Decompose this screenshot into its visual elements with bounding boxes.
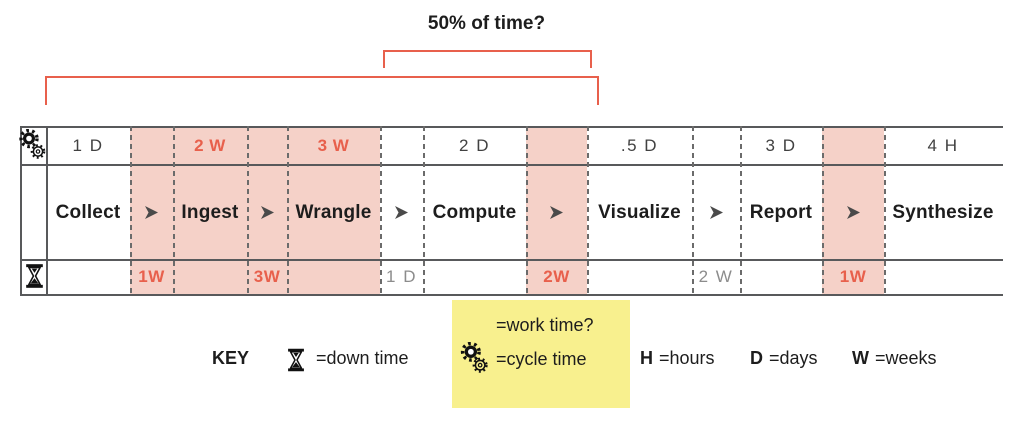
legend-work-time-label: =work time? [496, 315, 594, 335]
stage-name: Report [749, 201, 813, 223]
transition-cell [822, 166, 884, 259]
hours-abbr: H [640, 348, 653, 368]
down-time-cell-2: 3W [247, 260, 287, 294]
stage-name: Ingest [181, 201, 239, 223]
stage-name: Visualize [598, 201, 681, 223]
fifty-percent-bracket [383, 50, 592, 68]
cycle-time-cell-collect: 1 D [46, 127, 130, 164]
gears-icon [460, 342, 488, 373]
icon-column-border [46, 126, 48, 296]
transition-arrow-icon [145, 206, 158, 219]
dashed-divider [692, 126, 694, 294]
highlight-block-ingest-wrangle [130, 126, 380, 294]
transition-cell [692, 166, 740, 259]
cycle-time-cell-synthesize: 4 H [884, 127, 1002, 164]
down-time-value: 1W [839, 267, 867, 286]
dashed-divider [587, 126, 589, 294]
stage-name: Collect [55, 201, 121, 223]
dashed-divider [247, 126, 249, 294]
transition-arrow-icon [260, 206, 274, 219]
legend-down-time-label: =down time [316, 348, 409, 368]
cycle-time-cell-ingest: 2 W [173, 127, 247, 164]
stage-cell-compute: Compute [423, 166, 526, 259]
gears-cycle-time-icon [19, 129, 46, 159]
legend-weeks: W =weeks [852, 348, 937, 369]
down-time-cell-4: 2W [526, 260, 587, 294]
transition-arrow-icon [550, 206, 563, 219]
transition-cell [130, 166, 173, 259]
stage-name: Compute [432, 201, 517, 223]
table-top-border [20, 126, 1003, 128]
weeks-label: =weeks [875, 348, 937, 368]
table-row-divider-2 [20, 259, 1003, 261]
stage-cell-collect: Collect [46, 166, 130, 259]
weeks-abbr: W [852, 348, 869, 368]
stage-cell-visualize: Visualize [587, 166, 692, 259]
cycle-time-cell-visualize: .5 D [587, 127, 692, 164]
dashed-divider [740, 126, 742, 294]
table-bottom-border [20, 294, 1003, 296]
down-time-value: 2W [543, 267, 570, 286]
stage-name: Wrangle [295, 201, 372, 223]
dashed-divider [423, 126, 425, 294]
down-time-cell-5: 2 W [692, 260, 740, 294]
dashed-divider [287, 126, 289, 294]
days-label: =days [769, 348, 818, 368]
hourglass-icon [288, 348, 304, 372]
table-left-border [20, 126, 22, 296]
transition-cell [526, 166, 587, 259]
table-row-divider-1 [20, 164, 1003, 166]
stage-cell-wrangle: Wrangle [287, 166, 380, 259]
cycle-time-value: 1 D [72, 135, 104, 155]
transition-arrow-icon [395, 206, 408, 219]
cycle-time-value: 2 D [459, 135, 490, 155]
dashed-divider [526, 126, 528, 294]
legend-days: D =days [750, 348, 818, 369]
down-time-cell-6: 1W [822, 260, 884, 294]
cycle-time-cell-compute: 2 D [423, 127, 526, 164]
cycle-time-cell-wrangle: 3 W [287, 127, 380, 164]
cycle-time-value: 3 W [317, 135, 350, 155]
stage-name: Synthesize [892, 201, 994, 223]
legend-cycle-time-label: =cycle time [496, 349, 587, 369]
stage-cell-ingest: Ingest [173, 166, 247, 259]
down-time-value: 1 D [386, 267, 417, 286]
hours-label: =hours [659, 348, 715, 368]
legend-hours: H =hours [640, 348, 715, 369]
down-time-value: 3W [253, 267, 281, 286]
hourglass-down-time-icon [26, 264, 43, 288]
down-time-cell-3: 1 D [380, 260, 423, 294]
fifty-percent-label: 50% of time? [427, 13, 546, 34]
stage-cell-report: Report [740, 166, 822, 259]
cycle-time-value: 2 W [194, 135, 226, 155]
cycle-time-value: .5 D [620, 135, 659, 155]
work-time-note-box: =work time? =cycle time [452, 300, 630, 408]
cycle-time-value: 4 H [927, 135, 959, 155]
down-time-cell-1: 1W [130, 260, 173, 294]
transition-arrow-icon [709, 206, 723, 219]
dashed-divider [130, 126, 132, 294]
stage-cell-synthesize: Synthesize [884, 166, 1002, 259]
down-time-value: 1W [138, 267, 165, 286]
legend-title: KEY [212, 348, 250, 368]
overall-span-bracket [45, 76, 599, 105]
dashed-divider [822, 126, 824, 294]
dashed-divider [884, 126, 886, 294]
cycle-time-cell-report: 3 D [740, 127, 822, 164]
down-time-value: 2 W [698, 267, 734, 286]
days-abbr: D [750, 348, 763, 368]
dashed-divider [380, 126, 382, 294]
cycle-time-value: 3 D [765, 135, 797, 155]
transition-arrow-icon [846, 206, 860, 219]
transition-cell [247, 166, 287, 259]
dashed-divider [173, 126, 175, 294]
transition-cell [380, 166, 423, 259]
